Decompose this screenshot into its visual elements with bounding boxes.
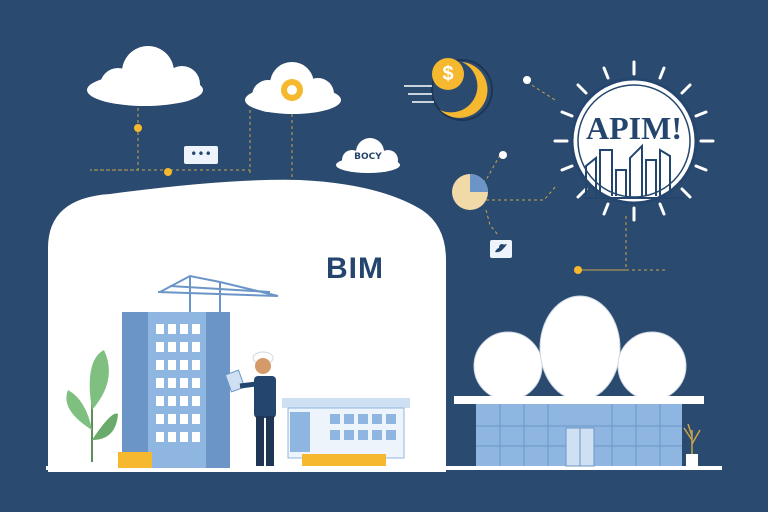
node-dot [523,76,531,84]
bim-label: BIM [326,252,384,285]
coin-moon-icon [404,58,493,121]
apim-badge [553,60,715,222]
cloud-icon [87,46,203,106]
low-building [282,398,410,466]
tower-crane-icon [157,274,279,312]
plant-icon [66,350,118,462]
apim-label: APIM! [586,110,682,146]
connector-dots [134,124,582,274]
ground-line [46,466,722,470]
sun-cloud-icon [245,62,341,114]
small-cloud-icon [336,138,400,173]
connector-lines [90,81,666,271]
cloud-badge-label: BOCY [354,152,382,162]
pie-chart-icon [452,174,488,210]
twitter-icon [490,240,512,258]
node-dot [499,151,507,159]
chat-icon: ••• [184,146,218,164]
tall-building [118,312,230,468]
glass-building [454,295,704,467]
worker-icon [224,351,276,466]
potted-plant-icon [683,423,701,466]
skyline-icon [584,143,684,199]
dollar-sign: $ [442,63,454,85]
